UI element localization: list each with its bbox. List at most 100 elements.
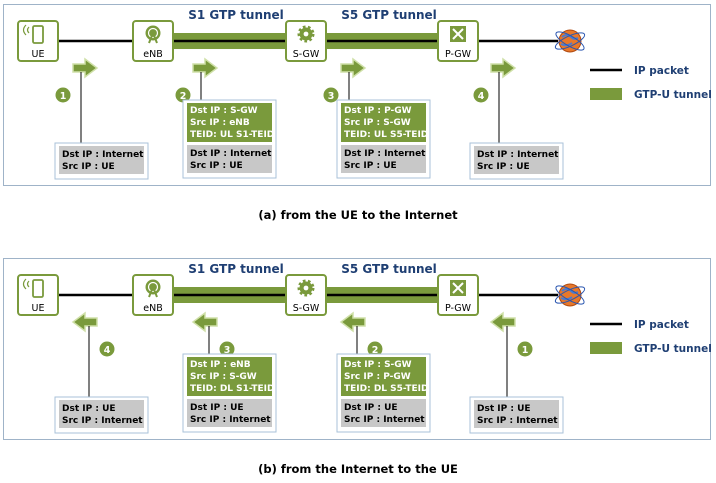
ip-header-field: Src IP : UE bbox=[477, 162, 530, 172]
signal-waves-icon bbox=[22, 278, 30, 290]
ip-header-field: Dst IP : UE bbox=[477, 404, 531, 414]
node-label: S-GW bbox=[293, 49, 320, 60]
gtp-header-field: Src IP : eNB bbox=[190, 118, 250, 128]
node-s-gw: S-GW bbox=[285, 20, 327, 62]
s1-tunnel-label: S1 GTP tunnel bbox=[188, 262, 284, 276]
node-ue: UE bbox=[17, 274, 59, 316]
direction-arrow-icon bbox=[72, 57, 99, 79]
node-label: eNB bbox=[143, 49, 162, 60]
legend-tunnel-label: GTP-U tunnel bbox=[634, 89, 712, 101]
gtp-header-field: TEID: UL S5-TEID bbox=[344, 130, 428, 140]
antenna-mast-icon bbox=[148, 286, 158, 298]
step-number-badge bbox=[55, 87, 71, 103]
step-number: 2 bbox=[180, 91, 187, 102]
router-cross-icon bbox=[452, 282, 464, 294]
node-box bbox=[132, 274, 174, 316]
ip-header-box bbox=[59, 400, 144, 428]
ip-header-field: Src IP : Internet bbox=[477, 416, 558, 426]
legend-tunnel-swatch bbox=[590, 88, 622, 100]
gear-hole-icon bbox=[303, 31, 309, 37]
node-enb: eNB bbox=[132, 20, 174, 62]
step-number-badge bbox=[219, 341, 235, 357]
gtp-header-field: Src IP : S-GW bbox=[190, 372, 257, 382]
step-number: 1 bbox=[60, 91, 67, 102]
gtp-header-field: Dst IP : eNB bbox=[190, 360, 251, 370]
gtp-header-box bbox=[341, 357, 426, 396]
direction-arrow-icon bbox=[191, 311, 218, 333]
ip-header-box bbox=[474, 400, 559, 428]
ip-header-field: Dst IP : UE bbox=[62, 404, 116, 414]
direction-arrow-icon bbox=[339, 311, 366, 333]
ip-header-field: Dst IP : Internet bbox=[477, 150, 559, 160]
step-number: 2 bbox=[372, 345, 379, 356]
antenna-ring-icon bbox=[147, 27, 159, 39]
ip-header-field: Dst IP : UE bbox=[344, 403, 398, 413]
node-label: P-GW bbox=[445, 303, 472, 314]
ip-header-field: Dst IP : UE bbox=[190, 403, 244, 413]
gtp-header-box bbox=[341, 103, 426, 142]
node-p-gw: P-GW bbox=[437, 274, 479, 316]
node-label: eNB bbox=[143, 303, 162, 314]
step-number: 3 bbox=[224, 345, 231, 356]
node-ue: UE bbox=[17, 20, 59, 62]
step-number: 4 bbox=[104, 345, 111, 356]
step-number: 1 bbox=[522, 345, 529, 356]
ip-header-box bbox=[341, 145, 426, 173]
legend-ip-label: IP packet bbox=[634, 319, 689, 331]
gtp-header-box bbox=[187, 103, 272, 142]
step-number-badge bbox=[323, 87, 339, 103]
step-number-badge bbox=[517, 341, 533, 357]
node-label: UE bbox=[32, 49, 45, 60]
gtp-header-field: TEID: DL S5-TEID bbox=[344, 384, 428, 394]
direction-arrow-icon bbox=[340, 57, 367, 79]
gtp-header-field: Dst IP : S-GW bbox=[344, 360, 412, 370]
gtp-header-box bbox=[187, 357, 272, 396]
gtp-header-field: Dst IP : P-GW bbox=[344, 106, 412, 116]
ip-header-field: Dst IP : Internet bbox=[62, 150, 144, 160]
s1-tunnel-label: S1 GTP tunnel bbox=[188, 8, 284, 22]
node-label: P-GW bbox=[445, 49, 472, 60]
step-number-badge bbox=[367, 341, 383, 357]
ip-header-field: Src IP : Internet bbox=[190, 415, 271, 425]
ip-header-field: Src IP : Internet bbox=[62, 416, 143, 426]
node-s-gw: S-GW bbox=[285, 274, 327, 316]
ip-header-box bbox=[341, 399, 426, 427]
direction-arrow-icon bbox=[489, 311, 516, 333]
gear-hole-icon bbox=[303, 285, 309, 291]
caption-b: (b) from the Internet to the UE bbox=[258, 462, 458, 476]
ip-header-field: Src IP : UE bbox=[344, 161, 397, 171]
direction-arrow-icon bbox=[71, 311, 98, 333]
ip-header-field: Dst IP : Internet bbox=[190, 149, 272, 159]
ip-header-field: Dst IP : Internet bbox=[344, 149, 426, 159]
gtp-header-field: Src IP : S-GW bbox=[344, 118, 411, 128]
gtp-header-field: Dst IP : S-GW bbox=[190, 106, 258, 116]
globe-orbit-icon bbox=[554, 286, 586, 304]
globe-orbit-icon bbox=[555, 285, 585, 305]
legend-ip-label: IP packet bbox=[634, 65, 689, 77]
antenna-ring-icon bbox=[147, 281, 159, 293]
node-label: S-GW bbox=[293, 303, 320, 314]
ip-header-field: Src IP : Internet bbox=[344, 415, 425, 425]
direction-arrow-icon bbox=[490, 57, 517, 79]
step-number-badge bbox=[473, 87, 489, 103]
step-number: 4 bbox=[478, 91, 485, 102]
ip-header-box bbox=[474, 146, 559, 174]
legend-tunnel-swatch bbox=[590, 342, 622, 354]
node-box bbox=[132, 20, 174, 62]
ip-header-box bbox=[187, 399, 272, 427]
ip-header-field: Src IP : UE bbox=[62, 162, 115, 172]
router-cross-icon bbox=[452, 28, 464, 40]
ip-header-field: Src IP : UE bbox=[190, 161, 243, 171]
caption-a: (a) from the UE to the Internet bbox=[258, 208, 458, 222]
node-label: UE bbox=[32, 303, 45, 314]
phone-icon bbox=[32, 279, 44, 298]
